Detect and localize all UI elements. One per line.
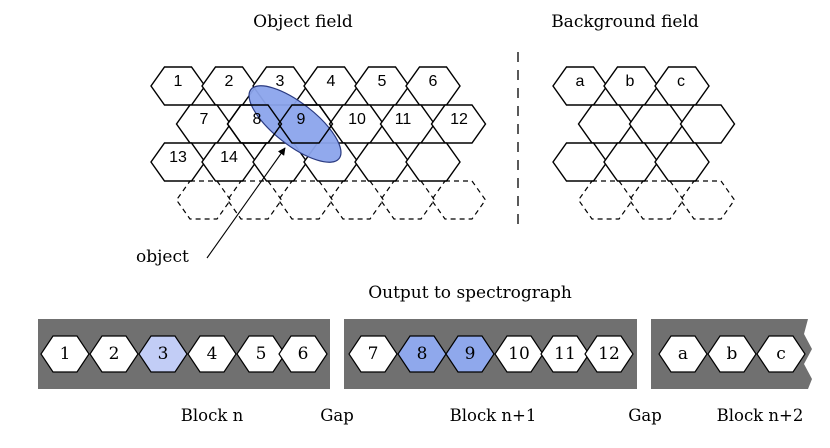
hex-label-5: 5 (378, 73, 387, 90)
hex-label-14: 14 (220, 149, 238, 166)
slot-label-n1-6: 12 (598, 344, 620, 364)
output-slot (278, 335, 328, 373)
hex-label-10: 10 (348, 111, 366, 128)
object-label: object (136, 247, 189, 267)
object-field-hex-unused (328, 180, 385, 220)
output-slot (658, 335, 708, 373)
object-arrow (206, 147, 286, 259)
output-title: Output to spectrograph (368, 283, 572, 303)
bg-hex-label-c: c (677, 73, 685, 90)
background-field-hex-unused (628, 180, 685, 220)
object-field-hex-unused (430, 180, 487, 220)
output-slot (445, 335, 495, 373)
output-slot (584, 335, 634, 373)
hex-label-13: 13 (169, 149, 187, 166)
block-n-label: Block n (181, 406, 244, 425)
output-slot (756, 335, 806, 373)
slot-label-n2-a: a (678, 344, 688, 364)
output-slot (540, 335, 590, 373)
output-slot-labels: 1 2 3 4 5 6 7 8 9 10 11 12 a b c (60, 344, 786, 364)
bg-hex-label-b: b (626, 73, 635, 90)
hex-label-2: 2 (225, 73, 234, 90)
output-slot (187, 335, 237, 373)
object-field-hex (354, 142, 410, 182)
hex-label-1: 1 (174, 73, 183, 90)
output-slot (397, 335, 447, 373)
slot-label-n1-3: 9 (465, 344, 476, 364)
object-field-hex-unused (175, 180, 232, 220)
object-field-labels: 1 2 3 4 5 6 7 8 9 10 11 12 13 14 (169, 73, 468, 166)
background-field-title: Background field (551, 12, 699, 32)
output-slot (348, 335, 398, 373)
slot-label-n-2: 2 (109, 344, 120, 364)
background-field-hex-unused (679, 180, 736, 220)
hex-label-8: 8 (253, 111, 262, 128)
output-slot (138, 335, 188, 373)
slot-label-n-4: 4 (207, 344, 218, 364)
slot-label-n-5: 5 (256, 344, 267, 364)
background-field-hex (654, 142, 710, 182)
object-field-hex (430, 104, 487, 144)
output-slot (707, 335, 757, 373)
output-slot (494, 335, 544, 373)
output-slots (40, 335, 806, 373)
object-field-hex-unused (379, 180, 436, 220)
object-field: 1 2 3 4 5 6 7 8 9 10 11 12 13 14 (150, 66, 487, 220)
output-blocks: 1 2 3 4 5 6 7 8 9 10 11 12 a b c (38, 319, 812, 389)
hex-label-3: 3 (276, 73, 285, 90)
background-field-hexes (552, 66, 736, 220)
object-field-hex-unused (226, 180, 283, 220)
background-field-hex-unused (577, 180, 634, 220)
object-hex-outline-8 (226, 104, 283, 144)
bg-hex-label-a: a (576, 73, 585, 90)
hex-label-7: 7 (200, 111, 209, 128)
object-field-title: Object field (253, 12, 353, 32)
slot-label-n-3: 3 (158, 344, 169, 364)
output-slot (236, 335, 286, 373)
background-field-hex (603, 142, 659, 182)
hex-label-4: 4 (327, 73, 336, 90)
gap-label-1: Gap (320, 406, 354, 425)
object-hex-outline-9 (277, 104, 334, 144)
block-n2-label: Block n+2 (717, 406, 804, 425)
background-field-hex (628, 104, 685, 144)
object-ellipse-hex-edges (226, 104, 334, 144)
slot-label-n1-5: 11 (554, 344, 576, 364)
hex-label-12: 12 (450, 111, 468, 128)
slot-label-n1-1: 7 (368, 344, 379, 364)
hex-label-9: 9 (297, 111, 306, 128)
object-field-hex-unused (277, 180, 334, 220)
slot-label-n2-b: b (727, 344, 738, 364)
background-field-hex (679, 104, 736, 144)
block-n1-label: Block n+1 (450, 406, 537, 425)
object-field-hex (405, 142, 461, 182)
output-slot (89, 335, 139, 373)
background-field-hex (552, 142, 608, 182)
output-slot (40, 335, 90, 373)
slot-label-n-6: 6 (298, 344, 309, 364)
background-field: a b c (552, 66, 736, 220)
gap-label-2: Gap (628, 406, 662, 425)
slot-label-n-1: 1 (60, 344, 71, 364)
hex-label-11: 11 (395, 111, 412, 128)
hex-label-6: 6 (429, 73, 438, 90)
slot-label-n2-c: c (776, 344, 786, 364)
slot-label-n1-4: 10 (508, 344, 530, 364)
background-field-hex (577, 104, 634, 144)
slot-label-n1-2: 8 (417, 344, 428, 364)
